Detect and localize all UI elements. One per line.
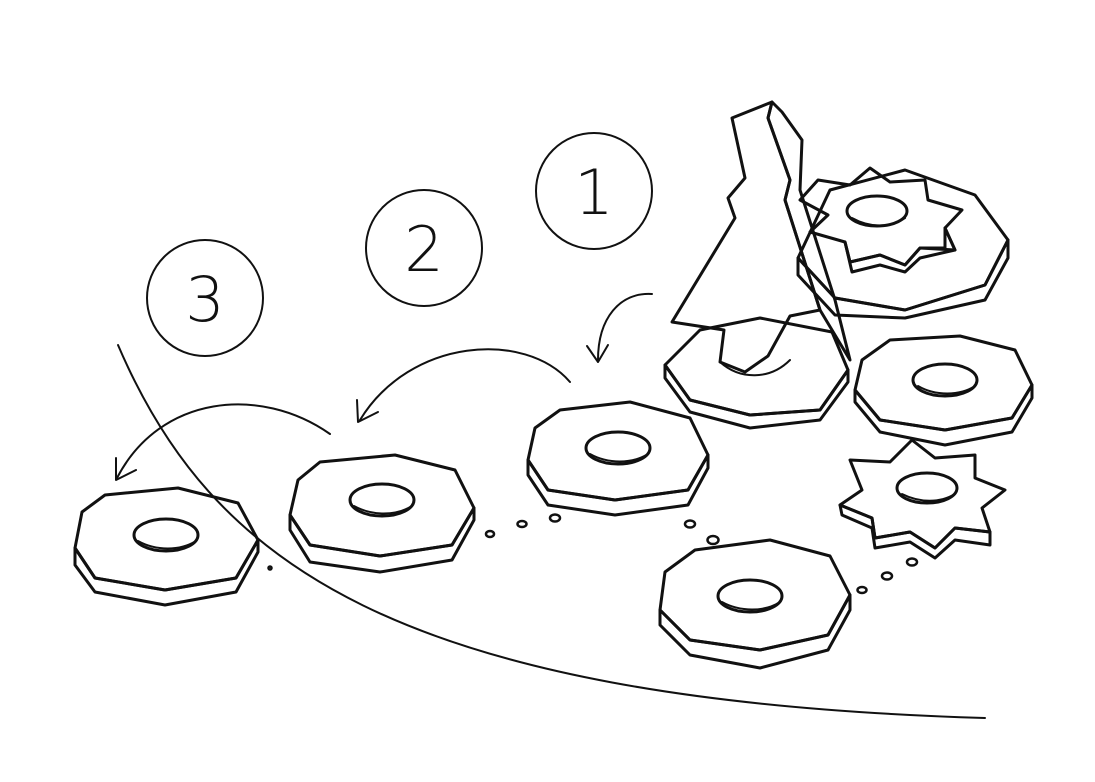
tree-peg-with-base	[663, 100, 852, 430]
dotted-path	[267, 513, 919, 595]
arrow-step-3	[115, 403, 331, 481]
large-octagon-plate	[796, 168, 1010, 320]
octagon-washer-step-2	[288, 453, 476, 574]
octagon-washer-step-3	[73, 486, 260, 607]
step-badge-1: 1	[535, 132, 653, 250]
octagon-washer-step-1	[526, 400, 710, 517]
arrow-step-2	[356, 348, 571, 423]
step-badge-3: 3	[146, 239, 264, 357]
octagon-washer-bottom	[658, 538, 852, 670]
step-badge-2: 2	[365, 189, 483, 307]
step-number-1: 1	[574, 156, 613, 229]
table-edge-curve	[117, 344, 986, 719]
octagon-washer-right	[853, 334, 1034, 447]
step-number-3: 3	[185, 263, 224, 336]
star-gear-right	[838, 438, 1007, 560]
step-number-2: 2	[404, 213, 443, 286]
star-gear-top	[798, 166, 964, 274]
arrow-step-1	[586, 292, 653, 363]
